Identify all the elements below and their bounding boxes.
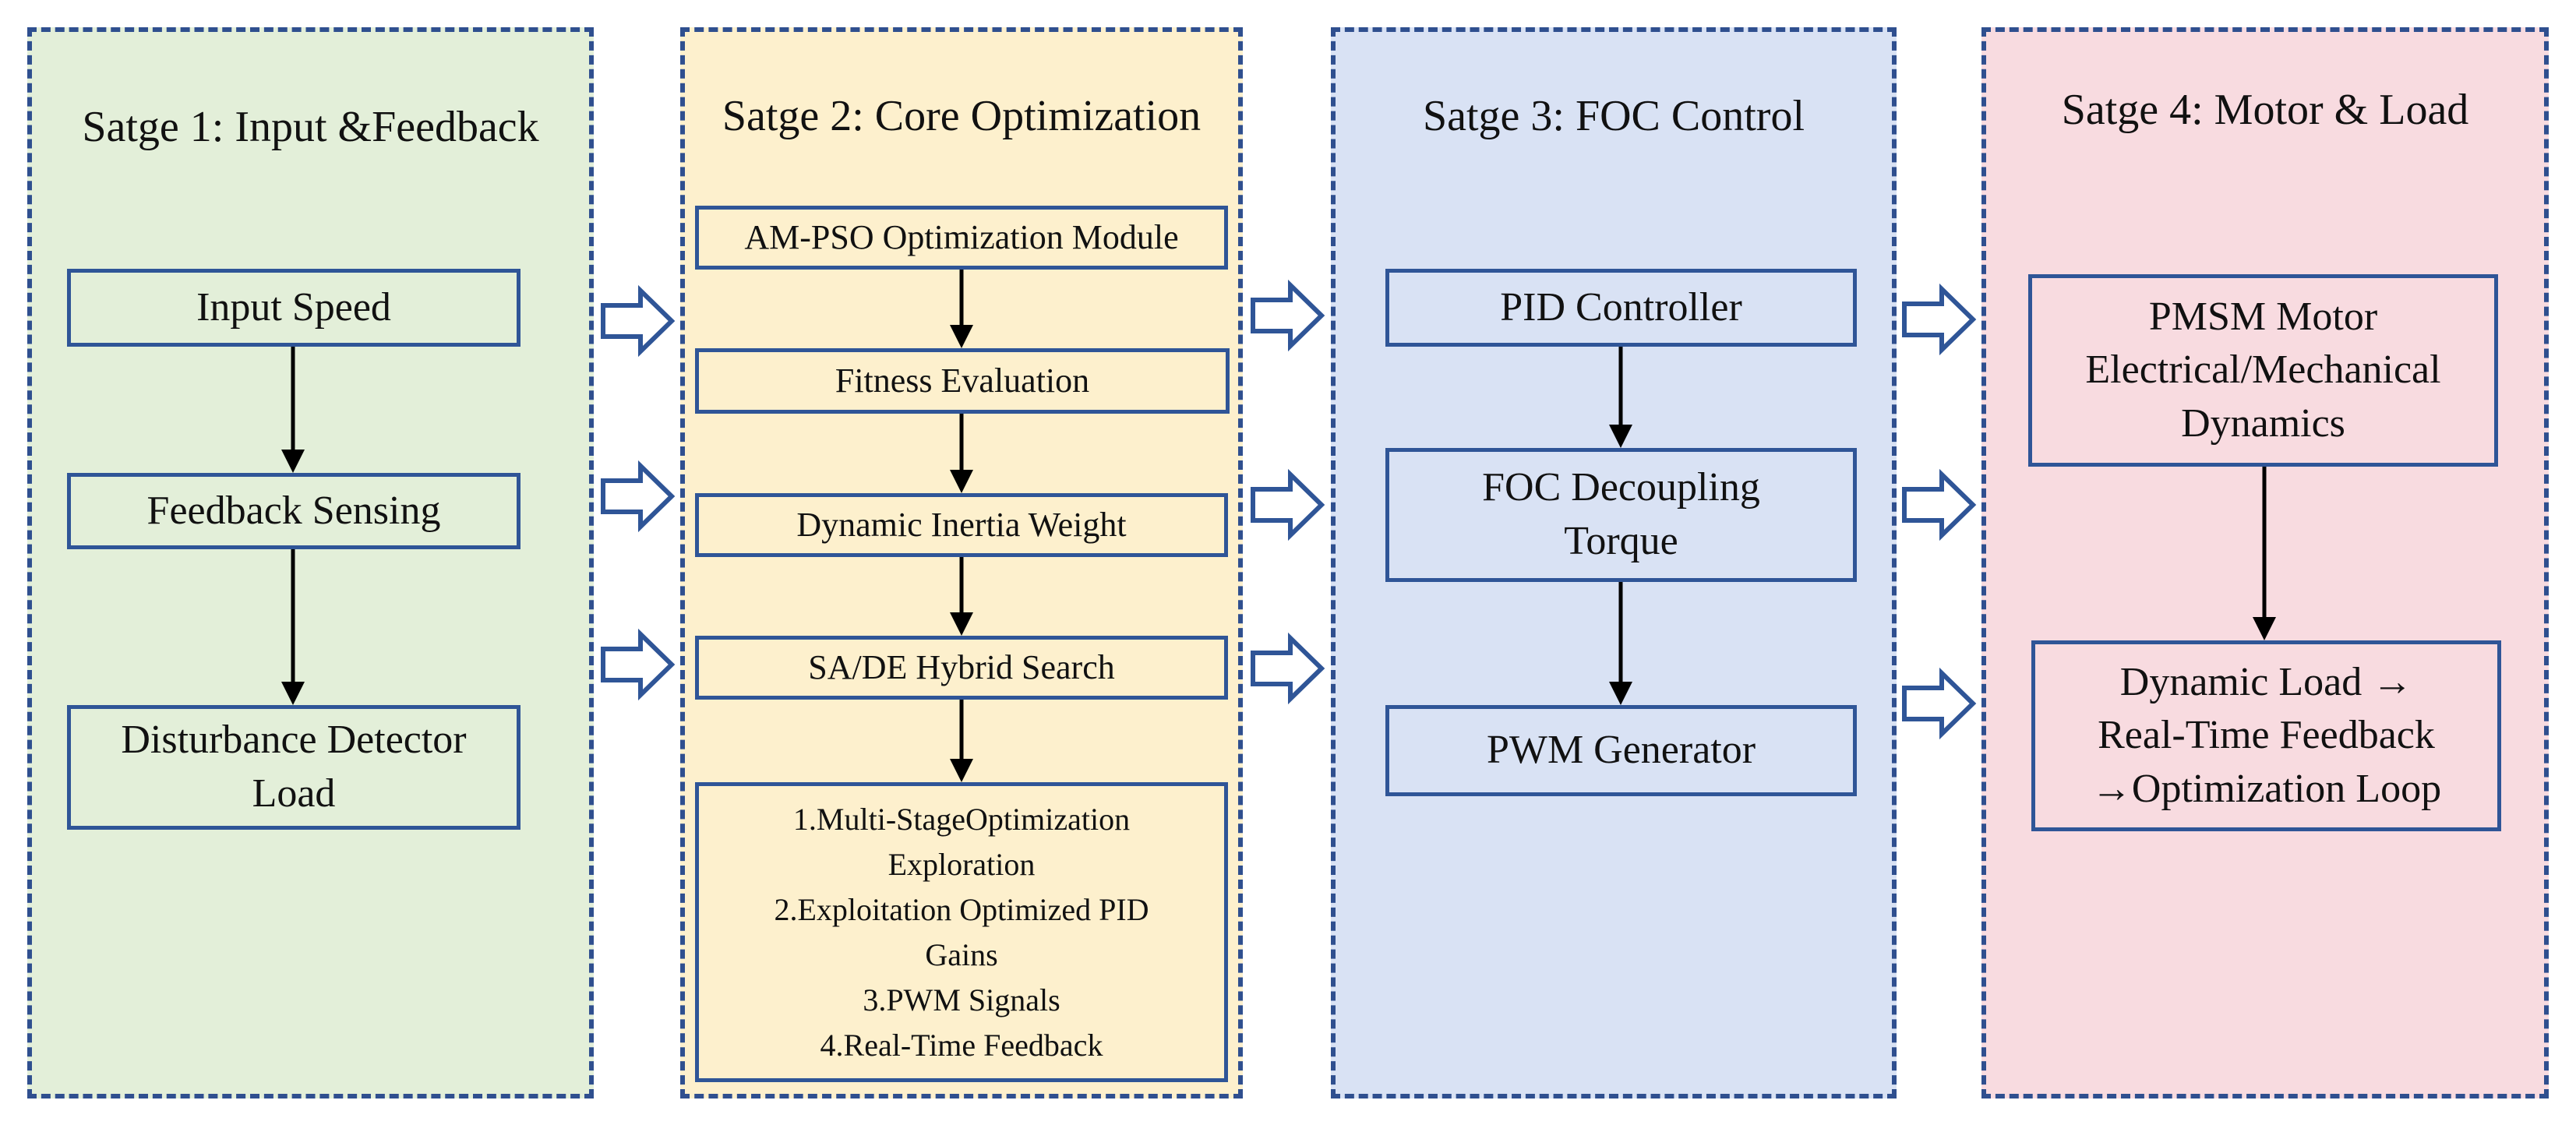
pwm-generator-box: PWM Generator	[1385, 705, 1857, 796]
block-arrow-s3-s4-bottom	[1902, 667, 1977, 740]
foc-decoupling-box: FOC Decoupling Torque	[1385, 448, 1857, 582]
feedback-sensing-label: Feedback Sensing	[146, 488, 441, 533]
block-arrow-s2-s3-bottom	[1251, 632, 1325, 705]
pid-controller-label: PID Controller	[1500, 284, 1742, 330]
disturbance-detector-line-2: Load	[252, 771, 336, 816]
disturbance-detector-box: Disturbance Detector Load	[67, 705, 520, 830]
block-arrow-s1-s2-bottom	[601, 628, 676, 701]
dynamic-inertia-weight-box: Dynamic Inertia Weight	[695, 493, 1228, 557]
input-speed-box: Input Speed	[67, 269, 520, 347]
sa-de-hybrid-search-label: SA/DE Hybrid Search	[808, 647, 1115, 686]
pmsm-motor-line-3: Dynamics	[2181, 400, 2345, 446]
steps-line-6: 4.Real-Time Feedback	[820, 1027, 1103, 1063]
sa-de-hybrid-search-box: SA/DE Hybrid Search	[695, 636, 1228, 700]
dynamic-load-line-1: Dynamic Load →	[2119, 659, 2413, 704]
foc-decoupling-line-2: Torque	[1564, 519, 1678, 563]
dynamic-load-line-3: →Optimization Loop	[2091, 766, 2442, 811]
steps-line-5: 3.PWM Signals	[863, 982, 1060, 1017]
fitness-evaluation-box: Fitness Evaluation	[695, 348, 1230, 414]
pmsm-motor-line-1: PMSM Motor	[2148, 294, 2378, 339]
block-arrow-s3-s4-mid	[1902, 468, 1977, 541]
dynamic-load-box: Dynamic Load → Real-Time Feedback →Optim…	[2031, 640, 2501, 831]
steps-line-4: Gains	[925, 936, 998, 972]
stage-3-panel: Satge 3: FOC Control	[1331, 27, 1897, 1098]
pmsm-motor-box: PMSM Motor Electrical/Mechanical Dynamic…	[2028, 274, 2498, 467]
feedback-sensing-box: Feedback Sensing	[67, 473, 520, 549]
fitness-evaluation-label: Fitness Evaluation	[835, 361, 1090, 400]
steps-line-1: 1.Multi-StageOptimization	[792, 801, 1131, 837]
block-arrow-s2-s3-mid	[1251, 468, 1325, 541]
input-speed-label: Input Speed	[196, 284, 391, 330]
block-arrow-s1-s2-top	[601, 284, 676, 358]
am-pso-module-label: AM-PSO Optimization Module	[744, 217, 1179, 256]
pid-controller-box: PID Controller	[1385, 269, 1857, 347]
block-arrow-s2-s3-top	[1251, 279, 1325, 352]
steps-line-2: Exploration	[887, 846, 1036, 882]
am-pso-module-box: AM-PSO Optimization Module	[695, 206, 1228, 270]
pwm-generator-label: PWM Generator	[1486, 728, 1756, 773]
steps-line-3: 2.Exploitation Optimized PID	[774, 891, 1149, 927]
multi-stage-steps-box: 1.Multi-StageOptimization Exploration 2.…	[695, 782, 1228, 1082]
dynamic-load-line-2: Real-Time Feedback	[2098, 713, 2435, 758]
disturbance-detector-line-1: Disturbance Detector	[121, 718, 467, 763]
block-arrow-s3-s4-top	[1902, 283, 1977, 356]
block-arrow-s1-s2-mid	[601, 460, 676, 533]
stage-3-title: Satge 3: FOC Control	[1422, 92, 1805, 140]
pmsm-motor-line-2: Electrical/Mechanical	[2085, 347, 2441, 393]
dynamic-inertia-weight-label: Dynamic Inertia Weight	[796, 505, 1127, 544]
stage-4-panel: Satge 4: Motor & Load	[1981, 27, 2549, 1098]
stage-1-title: Satge 1: Input &Feedback	[82, 103, 539, 151]
stage-2-title: Satge 2: Core Optimization	[722, 92, 1202, 140]
stage-1-panel: Satge 1: Input &Feedback	[27, 27, 594, 1098]
foc-decoupling-line-1: FOC Decoupling	[1482, 465, 1760, 510]
stage-4-title: Satge 4: Motor & Load	[2061, 86, 2469, 134]
